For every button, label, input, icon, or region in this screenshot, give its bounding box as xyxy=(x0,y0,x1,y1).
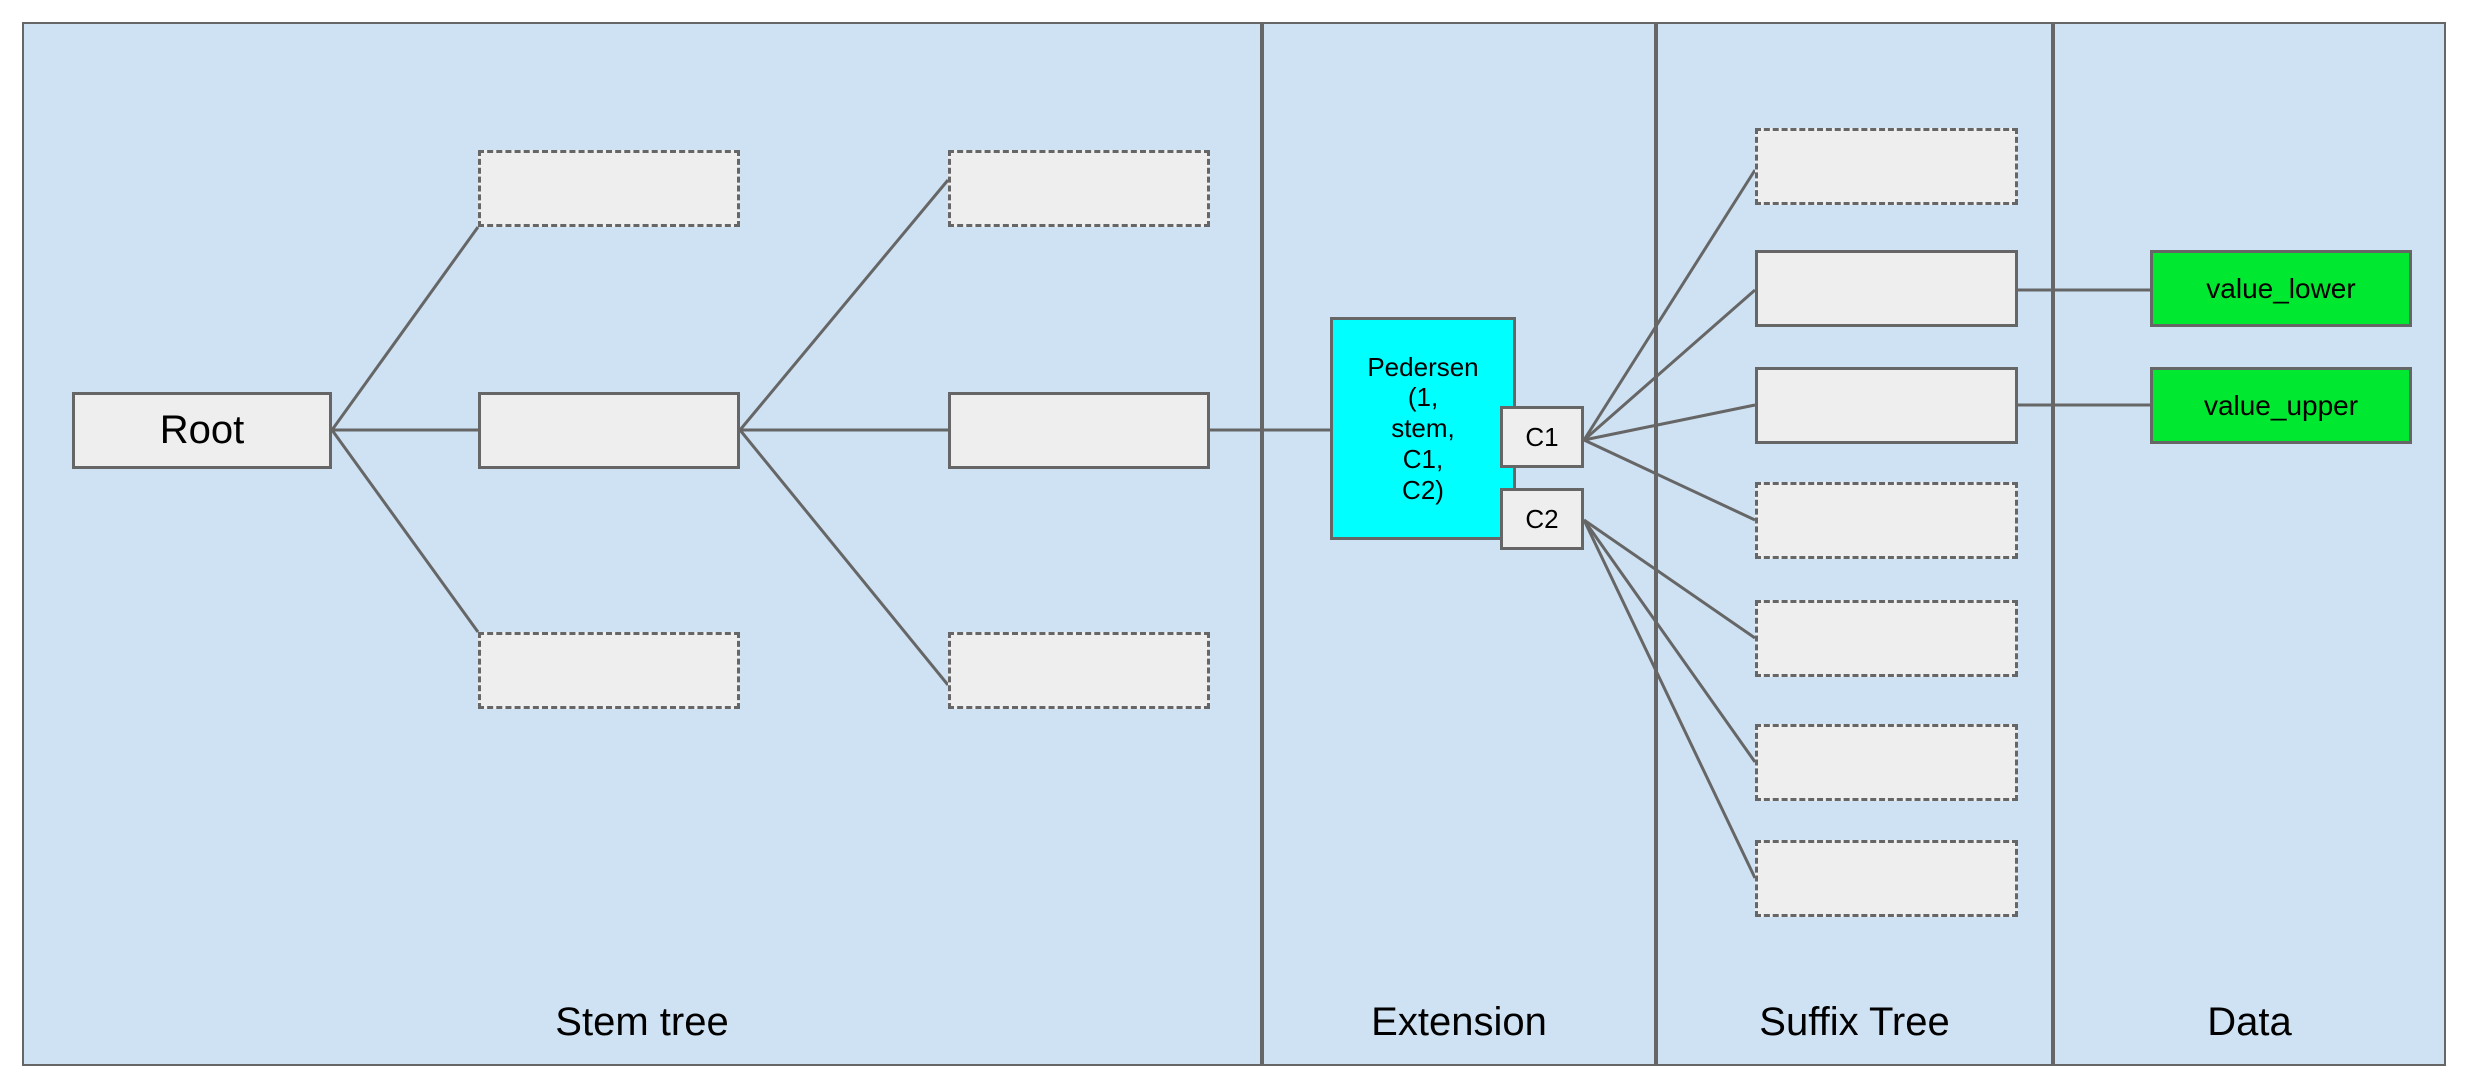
node-value-upper[interactable]: value_upper xyxy=(2150,367,2412,444)
lane-data: Data xyxy=(2053,22,2446,1066)
lane-extension: Extension xyxy=(1262,22,1656,1066)
node-suffix-2[interactable] xyxy=(1755,250,2018,327)
node-stem-l2-bottom[interactable] xyxy=(948,632,1210,709)
node-suffix-3[interactable] xyxy=(1755,367,2018,444)
node-suffix-5[interactable] xyxy=(1755,600,2018,677)
node-stem-l2-mid[interactable] xyxy=(948,392,1210,469)
node-root[interactable]: Root xyxy=(72,392,332,469)
lane-label-extension: Extension xyxy=(1371,1000,1547,1044)
node-suffix-4[interactable] xyxy=(1755,482,2018,559)
node-value-lower[interactable]: value_lower xyxy=(2150,250,2412,327)
node-suffix-7[interactable] xyxy=(1755,840,2018,917)
node-stem-l2-top[interactable] xyxy=(948,150,1210,227)
node-stem-l1-bottom[interactable] xyxy=(478,632,740,709)
node-stem-l1-top[interactable] xyxy=(478,150,740,227)
node-pedersen-extension[interactable]: Pedersen (1, stem, C1, C2) xyxy=(1330,317,1516,540)
node-suffix-1[interactable] xyxy=(1755,128,2018,205)
lane-label-data: Data xyxy=(2207,1000,2292,1044)
lane-label-suffix-tree: Suffix Tree xyxy=(1759,1000,1950,1044)
node-suffix-6[interactable] xyxy=(1755,724,2018,801)
node-stem-l1-mid[interactable] xyxy=(478,392,740,469)
node-commitment-c2[interactable]: C2 xyxy=(1500,488,1584,550)
node-commitment-c1[interactable]: C1 xyxy=(1500,406,1584,468)
lane-label-stem-tree: Stem tree xyxy=(555,1000,729,1044)
